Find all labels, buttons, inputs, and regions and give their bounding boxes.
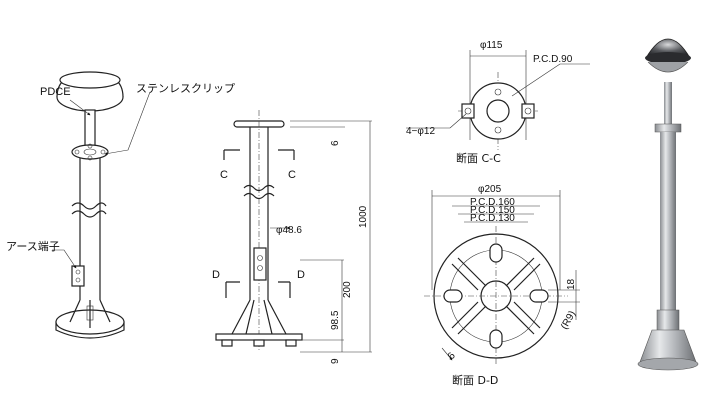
label-pcd-160: P.C.D.160 [470, 197, 515, 208]
section-c-c [406, 50, 590, 150]
label-phi-48-6: φ48.6 [276, 225, 302, 236]
label-dim-18: 18 [566, 278, 577, 290]
label-c-right: C [288, 169, 296, 181]
label-dim-98-5: 98.5 [330, 310, 341, 330]
label-pcd-90: P.C.D.90 [533, 54, 573, 65]
label-stainless-clip: ステンレスクリップ [136, 82, 235, 95]
label-pcd-150: P.C.D.150 [470, 205, 515, 216]
label-dim-6-bottom: 6 [446, 350, 458, 362]
label-section-c-c: 断面 C-C [456, 151, 501, 165]
label-pdce: PDCE [40, 86, 71, 98]
label-section-d-d: 断面 D-D [452, 373, 498, 387]
section-d-d [424, 190, 580, 366]
label-r9: (R9) [559, 309, 578, 331]
label-dim-1000: 1000 [358, 205, 369, 228]
label-d-right: D [297, 269, 305, 281]
label-dim-200: 200 [342, 281, 353, 298]
label-phi-205: φ205 [478, 184, 502, 195]
isometric-view [52, 71, 151, 339]
label-earth-terminal: アース端子 [6, 240, 60, 253]
label-phi-115: φ115 [480, 40, 503, 51]
label-dim-6-top: 6 [330, 140, 341, 146]
label-hole-4-phi-12: 4−φ12 [406, 126, 435, 137]
product-photo [637, 38, 699, 371]
label-c-left: C [220, 169, 228, 181]
label-pcd-130: P.C.D.130 [470, 213, 515, 224]
label-dim-9: 9 [330, 358, 341, 364]
front-elevation [215, 110, 372, 353]
label-d-left: D [212, 269, 220, 281]
